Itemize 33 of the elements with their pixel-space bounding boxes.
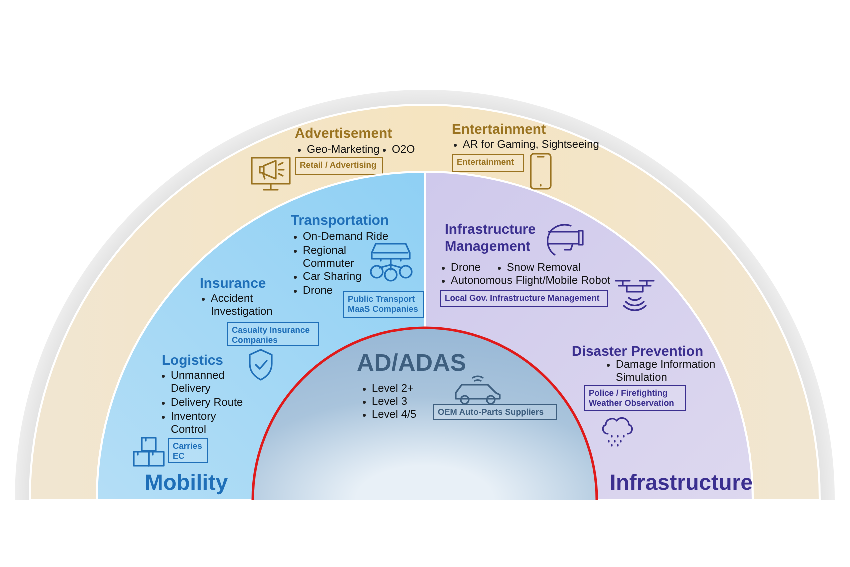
bullet-item: O2O xyxy=(381,144,432,158)
bullet-item: Level 4/5 xyxy=(361,409,432,422)
organization-label-box: Carries EC xyxy=(168,438,208,463)
section-title: Infrastructure xyxy=(610,470,754,496)
section-heading: Insurance xyxy=(200,275,268,292)
bullet-item: Level 3 xyxy=(361,396,432,410)
section-title: Mobility xyxy=(145,470,228,496)
organization-label-box: OEM Auto-Parts Suppliers xyxy=(433,404,557,420)
bullet-item: Level 2+ xyxy=(361,383,432,396)
bullet-item: Delivery Route xyxy=(160,397,271,410)
outer-ring-band xyxy=(30,105,820,500)
section-heading: Transportation xyxy=(291,212,390,229)
organization-label-box: Casualty Insurance Companies xyxy=(227,322,319,346)
bullet-item: Inventory Control xyxy=(160,411,251,438)
bullet-item: Regional Commuter xyxy=(292,245,375,272)
organization-label-box: Entertainment xyxy=(452,154,524,172)
bullet-item: On-Demand Ride xyxy=(292,231,413,244)
bullet-item: Unmanned Delivery xyxy=(160,370,256,396)
bullet-item: AR for Gaming, Sightseeing xyxy=(452,139,623,152)
organization-label-box: Local Gov. Infrastructure Management xyxy=(440,290,608,307)
organization-label-box: Police / Firefighting Weather Observation xyxy=(584,385,686,411)
bullet-item: Car Sharing xyxy=(292,271,383,284)
section-heading: Disaster Prevention xyxy=(572,343,704,360)
organization-label-box: Retail / Advertising xyxy=(295,157,383,175)
section-heading: Infrastructure Management xyxy=(445,221,538,255)
section-heading: Advertisement xyxy=(295,125,394,142)
bullet-item: Snow Removal xyxy=(496,262,597,276)
bullet-item: Accident Investigation xyxy=(200,293,291,320)
section-heading: Logistics xyxy=(162,352,224,369)
bullet-item: Damage Information Simulation xyxy=(605,359,736,386)
section-title: AD/ADAS xyxy=(357,350,466,378)
organization-label-box: Public Transport MaaS Companies xyxy=(343,291,424,318)
section-heading: Entertainment xyxy=(452,121,548,138)
